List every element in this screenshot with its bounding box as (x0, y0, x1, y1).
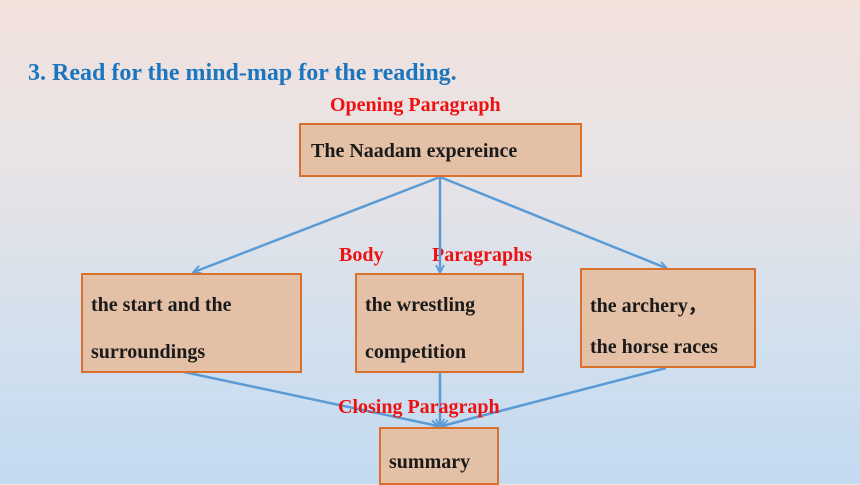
wrestling-node-line2: competition (365, 341, 467, 363)
arrow-archery-to-summary (442, 366, 667, 426)
opening-paragraph-label: Opening Paragraph (330, 94, 501, 116)
slide-title: 3. Read for the mind-map for the reading… (28, 60, 457, 86)
arrow-root-to-start (194, 175, 441, 272)
arrow-root-to-archery (439, 175, 666, 268)
summary-node-text: summary (389, 451, 471, 473)
root-node-text: The Naadam expereince (311, 140, 518, 162)
wrestling-node-box: the wrestling competition (355, 273, 524, 373)
paragraphs-label: Paragraphs (432, 244, 532, 266)
archery-node-line1: the archery， (590, 295, 708, 317)
start-node-line2: surroundings (91, 341, 206, 363)
arrow-start-to-summary (183, 370, 438, 426)
root-node-box: The Naadam expereince (299, 123, 582, 177)
closing-paragraph-label: Closing Paragraph (338, 396, 500, 418)
start-node-line1: the start and the (91, 294, 232, 316)
archery-node-box: the archery， the horse races (580, 268, 756, 368)
summary-node-box: summary (379, 427, 499, 485)
start-node-box: the start and the surroundings (81, 273, 302, 373)
wrestling-node-line1: the wrestling (365, 294, 476, 316)
archery-node-line2: the horse races (590, 336, 718, 358)
body-label: Body (339, 244, 384, 266)
